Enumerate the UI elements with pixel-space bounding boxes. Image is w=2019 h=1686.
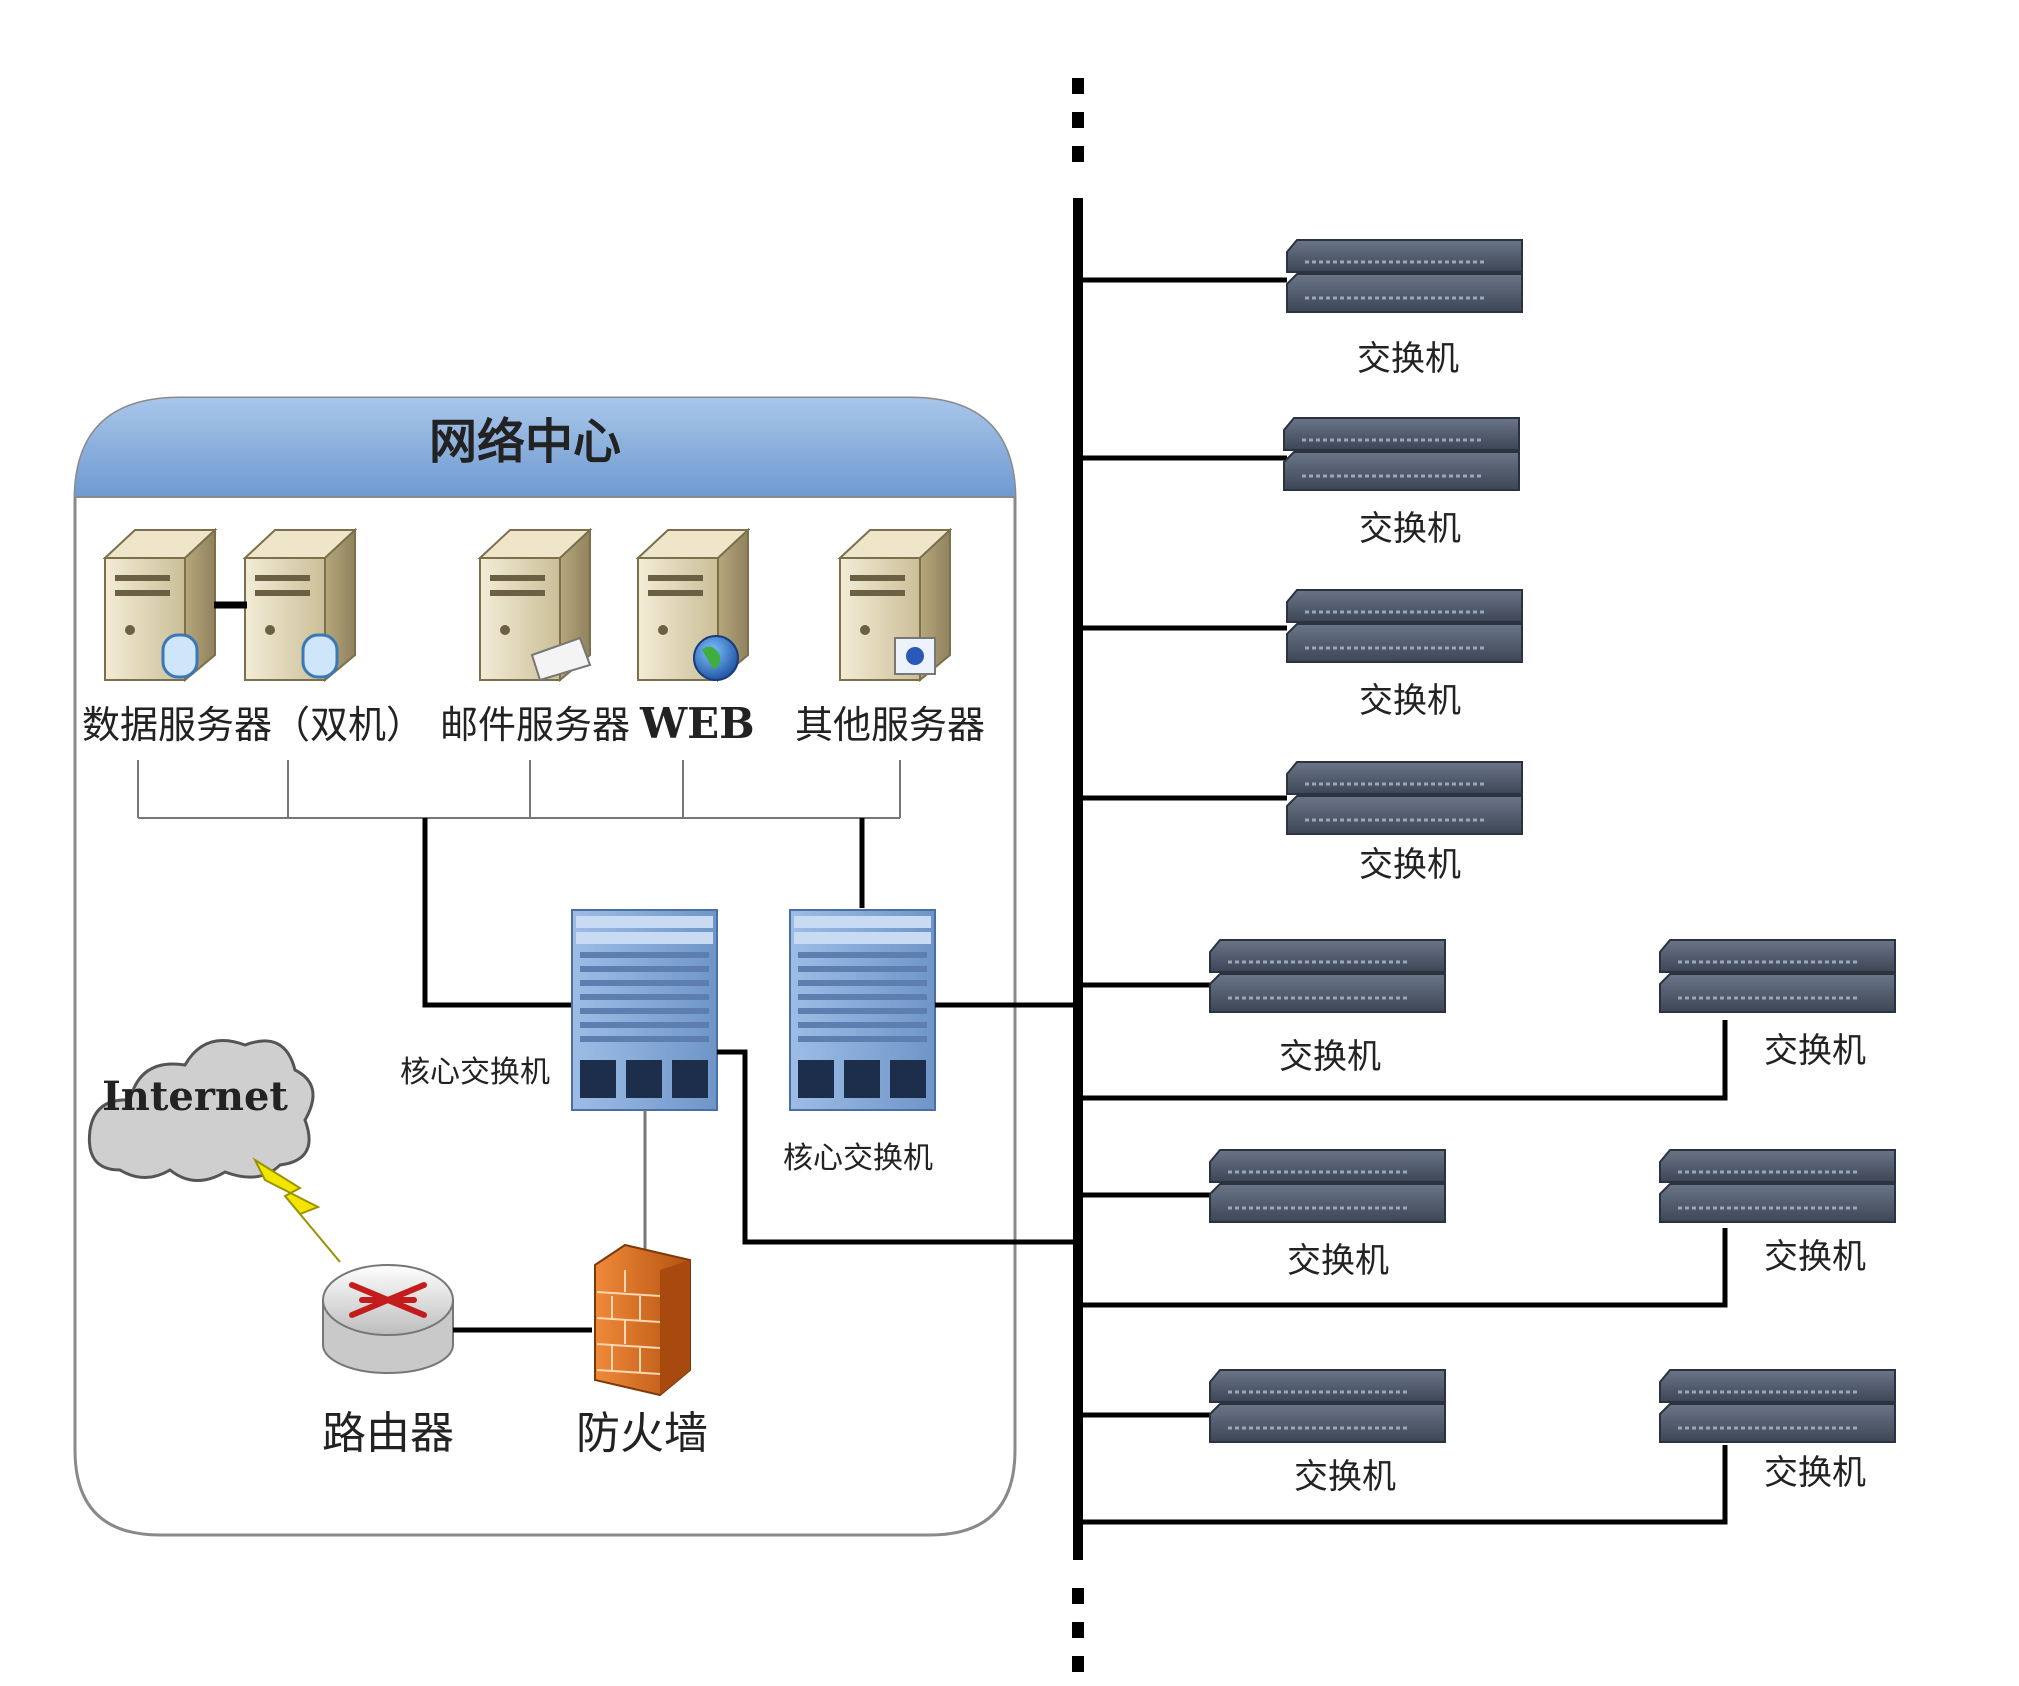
access-switch-9-label: 交换机 <box>1294 1457 1396 1497</box>
access-switch-3-label: 交换机 <box>1359 681 1461 721</box>
access-switch-8-label: 交换机 <box>1764 1237 1866 1277</box>
core-links <box>717 1002 1078 1245</box>
access-switch-1-label: 交换机 <box>1357 339 1459 379</box>
core-switch-right-icon <box>789 909 936 1111</box>
web-server-label: WEB <box>639 699 755 748</box>
other-server-label: 其他服务器 <box>795 703 985 747</box>
backbone-dots-bottom <box>1072 1588 1084 1672</box>
access-switch-7-label: 交换机 <box>1287 1241 1389 1281</box>
data-server-label: 数据服务器（双机） <box>82 703 424 747</box>
router-icon <box>322 1264 454 1374</box>
data-server-1-icon <box>102 527 218 683</box>
other-server-icon <box>837 527 953 683</box>
access-switch-10-label: 交换机 <box>1764 1453 1866 1493</box>
internet-cloud-icon <box>87 1039 315 1182</box>
access-switch-4-label: 交换机 <box>1359 845 1461 885</box>
switch-branch-lines <box>1078 277 1728 1525</box>
backbone-dots-top <box>1072 78 1084 162</box>
core-switch-left-icon <box>571 909 718 1111</box>
access-switch-5-icon <box>1209 939 1446 1013</box>
mail-server-label: 邮件服务器 <box>440 703 630 747</box>
access-switch-2-label: 交换机 <box>1359 509 1461 549</box>
server-bus <box>137 760 901 819</box>
core-uplinks <box>422 818 865 1008</box>
router-label: 路由器 <box>322 1408 454 1459</box>
access-switch-9-icon <box>1209 1369 1446 1443</box>
internet-label: Internet <box>102 1073 288 1120</box>
data-server-2-icon <box>242 527 358 683</box>
access-switch-10-icon <box>1659 1369 1896 1443</box>
web-server-icon <box>635 527 751 683</box>
mail-server-icon <box>477 527 593 683</box>
access-switch-5-label: 交换机 <box>1279 1037 1381 1077</box>
network-center-panel: 网络中心 <box>73 396 1017 1537</box>
core-switch-right-label: 核心交换机 <box>783 1141 933 1176</box>
network-center-title: 网络中心 <box>429 414 621 470</box>
access-switch-4-icon <box>1286 761 1523 835</box>
firewall-label: 防火墙 <box>576 1408 708 1459</box>
access-switch-7-icon <box>1209 1149 1446 1223</box>
access-switch-6-icon <box>1659 939 1896 1013</box>
access-switch-3-icon <box>1286 589 1523 663</box>
access-switch-2-icon <box>1283 417 1520 491</box>
access-switch-6-label: 交换机 <box>1764 1031 1866 1071</box>
access-switch-1-icon <box>1286 239 1523 313</box>
lightning-icon <box>252 1157 341 1263</box>
access-switch-8-icon <box>1659 1149 1896 1223</box>
core-switch-left-label: 核心交换机 <box>400 1055 550 1090</box>
firewall-icon <box>594 1243 691 1397</box>
access-switch-labels: 交换机 交换机 交换机 交换机 交换机 交换机 交换机 交换机 交换机 交换机 <box>1279 339 1866 1497</box>
